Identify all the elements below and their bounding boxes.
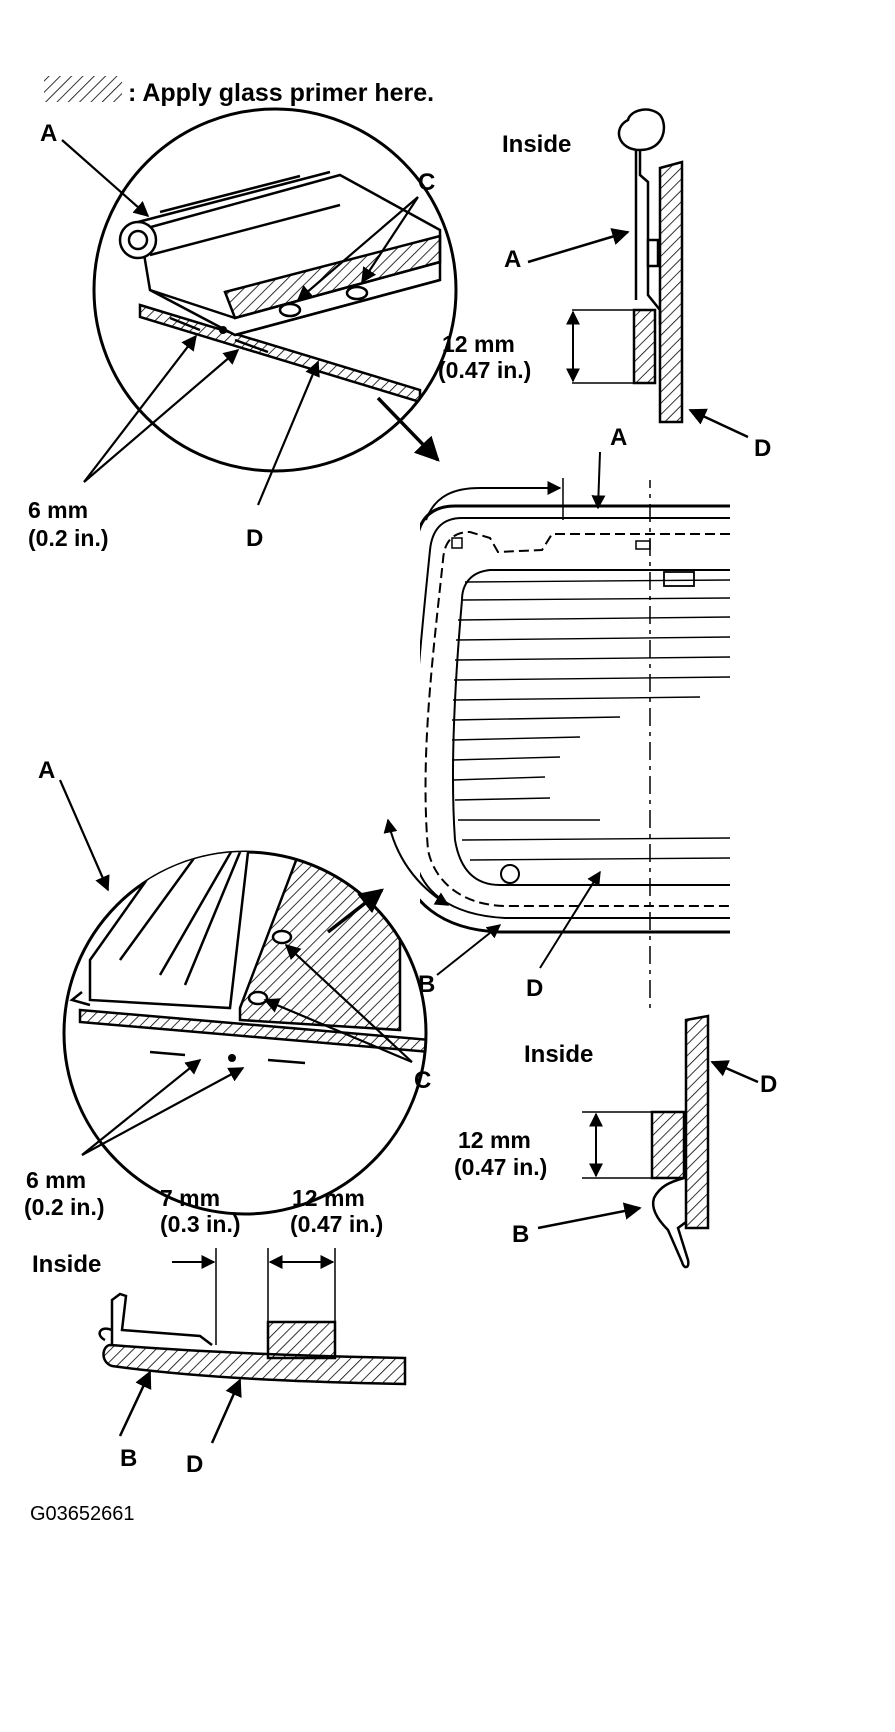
bottom-circle-callouts <box>58 779 413 1156</box>
label-b-bottom: B <box>120 1445 137 1472</box>
label-c-top: C <box>418 169 435 196</box>
dim-12mm-right: 12 mm <box>458 1127 531 1153</box>
dim-02in-bottom: (0.2 in.) <box>24 1194 105 1220</box>
leader-dim-4 <box>81 1067 245 1156</box>
leader-b-bottom <box>118 1370 152 1437</box>
leader-d-bottom <box>210 1378 242 1444</box>
dim-12mm-bottom: 12 mm <box>292 1185 365 1211</box>
dim-12mm-top: 12 mm <box>442 331 515 357</box>
leader-dim-1 <box>83 334 197 483</box>
leader-b-section <box>537 1202 642 1230</box>
label-d-section-bottom: D <box>760 1071 777 1098</box>
label-c-bottom: C <box>414 1067 431 1094</box>
leader-to-window-top <box>376 396 440 462</box>
label-a-bottom: A <box>38 757 55 784</box>
leader-a-section <box>527 228 630 264</box>
dim-047in-right: (0.47 in.) <box>454 1154 547 1180</box>
dim-02in-top: (0.2 in.) <box>28 525 109 551</box>
leader-to-window-bottom <box>326 888 384 934</box>
inside-label-bottom: Inside <box>32 1251 101 1278</box>
legend: : Apply glass primer here. <box>44 76 434 107</box>
leader-d-top <box>256 360 320 506</box>
label-d-window: D <box>526 975 543 1002</box>
leader-d-section-bottom <box>710 1060 759 1084</box>
dim-7mm: 7 mm <box>160 1185 220 1211</box>
top-circle-callouts <box>61 139 440 506</box>
hatch-swatch <box>44 76 122 102</box>
label-d-section: D <box>754 435 771 462</box>
label-a-window: A <box>610 424 627 451</box>
inside-label-top: Inside <box>502 131 571 158</box>
label-a-section: A <box>504 246 521 273</box>
leader-dim-2 <box>83 348 240 483</box>
leader-a-window <box>591 451 606 510</box>
leader-dim-3 <box>81 1059 202 1156</box>
figure-code: G03652661 <box>30 1503 135 1525</box>
top-detail-circle <box>92 107 458 473</box>
leader-c2-bottom <box>263 998 413 1064</box>
legend-text: : Apply glass primer here. <box>128 79 434 107</box>
label-d-bottom: D <box>186 1451 203 1478</box>
dim-047in-top: (0.47 in.) <box>438 357 531 383</box>
bottom-detail-circle <box>62 850 428 1216</box>
inside-label-right: Inside <box>524 1041 593 1068</box>
dim-047in-bottom: (0.47 in.) <box>290 1211 383 1237</box>
bottom-section-glass <box>684 1014 710 1230</box>
label-d-top-circle: D <box>246 525 263 552</box>
label-a-top: A <box>40 120 57 147</box>
leader-a-top <box>61 139 150 218</box>
bottom-section <box>537 1014 759 1269</box>
bottom-left-section <box>98 1248 407 1444</box>
leader-c2-top <box>361 196 419 284</box>
dim-6mm-bottom: 6 mm <box>26 1167 86 1193</box>
top-section-glass <box>658 160 684 424</box>
dim-6mm-top: 6 mm <box>28 497 88 523</box>
label-b-section: B <box>512 1221 529 1248</box>
windshield-view <box>383 451 731 1010</box>
leader-b-window <box>436 924 502 976</box>
leader-a-bottom <box>58 779 110 892</box>
leader-d-window <box>539 870 601 969</box>
dim-03in: (0.3 in.) <box>160 1211 241 1237</box>
leader-c1-bottom <box>284 943 413 1063</box>
leader-d-section <box>688 408 749 439</box>
leader-c1-top <box>296 196 419 302</box>
top-section <box>527 108 749 439</box>
